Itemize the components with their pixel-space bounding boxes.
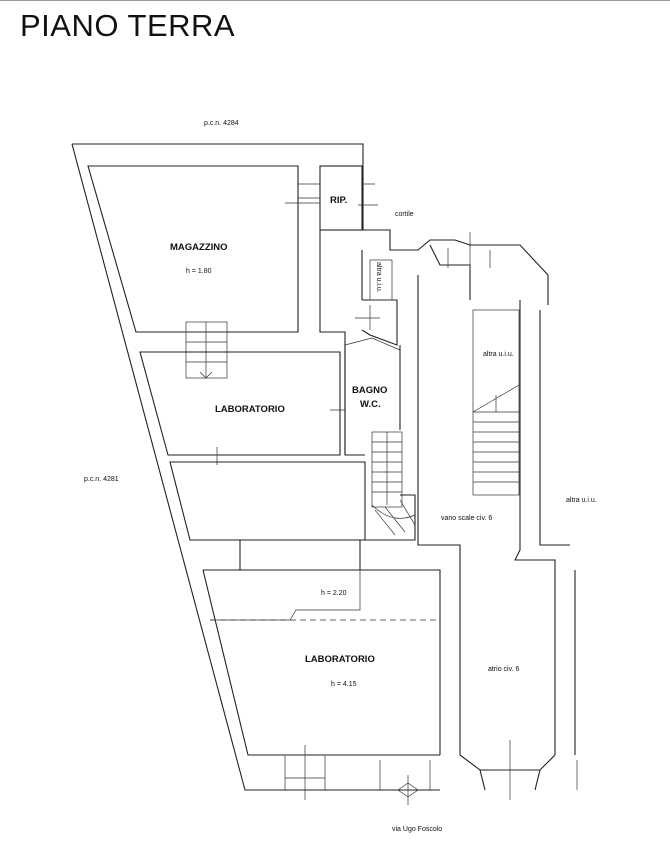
right-unit-walls: [539, 310, 576, 755]
stair-landing: [365, 494, 416, 541]
passage: [239, 540, 361, 570]
atrio-entrance: [459, 754, 556, 791]
atrio-label: atrio civ. 6: [488, 666, 519, 673]
lab-lower-label: LABORATORIO: [305, 654, 375, 665]
page-title: PIANO TERRA: [20, 8, 236, 43]
corridor-door: [355, 305, 380, 330]
magazzino-stair: [185, 321, 228, 379]
rip-label: RIP.: [330, 195, 347, 206]
magazzino-label: MAGAZZINO: [170, 242, 228, 253]
lab-upper-label: LABORATORIO: [215, 404, 285, 415]
altra-uiu-inner: [472, 309, 520, 496]
altra-uiu-label-1: altra u.i.u.: [483, 351, 514, 358]
entrance-marker: [397, 775, 419, 805]
magazzino-height: h = 1.80: [186, 268, 212, 275]
bagno-room: [344, 345, 401, 456]
rip-door: [285, 183, 378, 206]
altra-uiu-label-2: altra u.i.u.: [566, 497, 597, 504]
lab-lower-openings: [284, 745, 431, 800]
bagno-label: BAGNO: [352, 385, 387, 396]
cortile-label: cortile: [395, 211, 414, 218]
top-rule: [0, 0, 670, 1]
vano-stair-treads: [472, 384, 520, 483]
lab-lower-height: h = 4.15: [331, 681, 357, 688]
vano-top-door: [447, 232, 491, 270]
parcel-left-label: p.c.n. 4281: [84, 476, 119, 483]
stair-treads: [186, 322, 227, 379]
parcel-top-label: p.c.n. 4284: [204, 120, 239, 127]
street-label: via Ugo Foscolo: [392, 826, 442, 833]
vano-scale-label: vano scale civ. 6: [441, 515, 492, 522]
middle-room: [169, 461, 366, 541]
altra-uiu-small-label: altra u.i.u.: [375, 262, 382, 293]
wc-label: W.C.: [360, 399, 381, 410]
bagno-door: [344, 337, 401, 351]
lab-lower-room: [202, 569, 441, 756]
inner-outline-left: [87, 165, 299, 333]
mezzanine-height: h = 2.20: [321, 590, 347, 597]
small-altra-uiu: [369, 259, 393, 301]
atrio-door: [490, 740, 530, 800]
lab-upper-door: [216, 409, 345, 465]
stair-treads-right: [371, 432, 416, 536]
outer-wall: [71, 143, 549, 791]
corridor-walls: [319, 230, 398, 455]
lab-upper-room: [139, 351, 341, 456]
vano-scale-walls: [417, 244, 556, 755]
